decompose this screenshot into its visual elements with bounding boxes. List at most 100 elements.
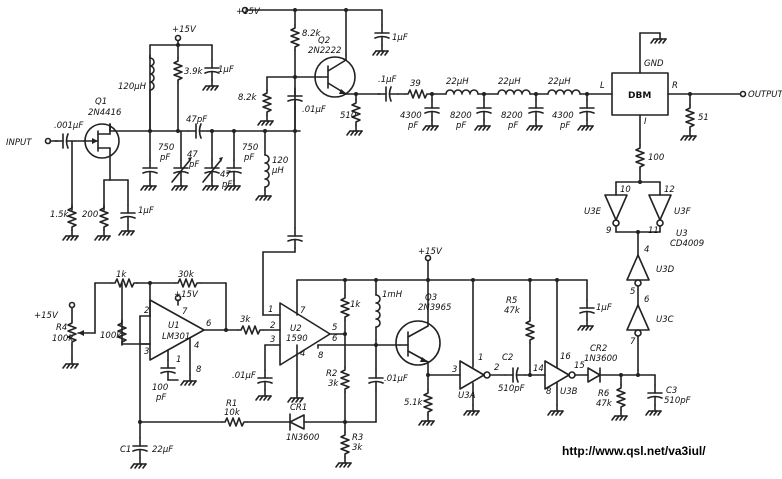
q1-jfet-transistor (83, 123, 120, 181)
label-mid-supply-2: +15V (418, 247, 443, 257)
label-u3b-pin15: 15 (574, 361, 585, 371)
label-u2-pin1: 1 (268, 305, 273, 315)
label-u3-part: CD4009 (670, 239, 704, 249)
label-u1-pin3: 3 (144, 347, 149, 357)
label-pin-12: 12 (664, 185, 675, 195)
label-dbm-i: I (644, 117, 647, 127)
label-c2-val: 510pF (498, 384, 525, 394)
label-u1-part: LM301 (162, 332, 190, 342)
label-u2-pin7: 7 (300, 306, 306, 316)
label-r5-ref: R5 (506, 296, 517, 306)
label-l-22u-2: 22μH (498, 77, 521, 87)
label-c2-ref: C2 (502, 353, 513, 363)
label-c-750-a-unit: pF (159, 153, 170, 163)
label-pin-4: 4 (644, 245, 649, 255)
u2-amplifier (279, 302, 331, 366)
label-c-01u-b: .01μF (232, 371, 256, 381)
label-u3e: U3E (584, 207, 602, 217)
label-c-1u-a: 1μF (218, 65, 234, 75)
input-coupling-capacitor (54, 133, 85, 149)
label-u1-pin2: 2 (144, 306, 149, 316)
label-output: OUTPUT (748, 90, 782, 100)
label-c-01u-d: .01μF (384, 374, 408, 384)
label-r2-val: 3k (328, 379, 339, 389)
label-c-01u-a: .01μF (302, 105, 326, 115)
label-pin-6: 6 (644, 295, 650, 305)
label-dbm-gnd: GND (644, 59, 664, 69)
label-u1-pin1: 1 (176, 355, 181, 365)
label-dbm-r: R (672, 81, 678, 91)
label-r-100: 100 (648, 153, 664, 163)
label-u1-pin7: 7 (182, 307, 188, 317)
label-c1-val: 22μF (152, 445, 173, 455)
u1-opamp (149, 299, 205, 361)
label-r-51: 51 (698, 113, 709, 123)
label-r6-ref: R6 (598, 389, 610, 399)
q3-transistor (395, 279, 441, 366)
label-u3f: U3F (674, 207, 691, 217)
label-r1-val: 10k (224, 408, 241, 418)
label-c-8200-b-unit: pF (507, 121, 518, 131)
label-c-47-series: 47pF (186, 115, 207, 125)
label-dbm: DBM (628, 91, 651, 101)
label-r-39: 39 (410, 79, 421, 89)
label-r-1k-fb: 1k (116, 270, 127, 280)
label-u2-pin6: 6 (332, 334, 338, 344)
label-r6-val: 47k (596, 399, 613, 409)
label-c-8200-a-unit: pF (455, 121, 466, 131)
label-r-3k9: 3.9k (184, 67, 204, 77)
label-c-750-a: 750 (158, 143, 174, 153)
label-c-4300-a-unit: pF (407, 121, 418, 131)
source-url: http://www.qsl.net/va3iul/ (562, 444, 706, 458)
label-c-47-trim-a-unit: pF (188, 160, 199, 170)
label-r2-ref: R2 (326, 369, 337, 379)
label-c-47-trim-b-unit: pF (221, 180, 232, 190)
label-top-supply: +15V (236, 7, 261, 17)
label-c-01u-out: .1μF (378, 75, 397, 85)
label-c-1u-top: 1μF (392, 33, 408, 43)
label-q2-part: 2N2222 (308, 46, 341, 56)
label-pin-11: 11 (648, 226, 659, 236)
label-u3a-pin2: 2 (494, 363, 499, 373)
label-u2-pin4: 4 (300, 349, 305, 359)
label-u1-ref: U1 (168, 321, 180, 331)
label-r-8k2-mid: 8.2k (238, 93, 258, 103)
label-l-120u-top: 120μH (118, 82, 147, 92)
label-c-1u-b: 1μF (138, 206, 154, 216)
label-r4-supply: +15V (34, 311, 59, 321)
label-r5-val: 47k (504, 306, 521, 316)
label-c-47-trim-a: 47 (187, 150, 198, 160)
label-c3-ref: C3 (666, 386, 677, 396)
label-u3a: U3A (458, 391, 476, 401)
label-c-47-trim-b: 47 (220, 170, 231, 180)
label-u3b-pin14: 14 (533, 364, 544, 374)
label-q3-ref: Q3 (425, 293, 437, 303)
label-c-100p-unit: pF (155, 393, 166, 403)
label-r3-val: 3k (352, 443, 363, 453)
label-r1-ref: R1 (226, 399, 237, 409)
label-u3a-pin3: 3 (452, 365, 457, 375)
label-r-1k5: 1.5k (50, 210, 70, 220)
label-dbm-l: L (600, 81, 605, 91)
label-c-4300-a: 4300 (400, 111, 422, 121)
label-c-8200-a: 8200 (450, 111, 472, 121)
label-u1-pin4: 4 (194, 341, 199, 351)
label-l-1mh: 1mH (382, 290, 403, 300)
label-pin-5: 5 (630, 287, 635, 297)
label-u3b: U3B (560, 387, 578, 397)
q2-transistor (314, 54, 357, 98)
label-u1-pin6: 6 (206, 319, 212, 329)
label-cr2-ref: CR2 (590, 344, 607, 354)
label-u3c: U3C (656, 315, 674, 325)
label-c-100p: 100 (152, 383, 168, 393)
label-u2-pin5: 5 (332, 323, 337, 333)
label-cr1-ref: CR1 (290, 403, 307, 413)
label-q3-part: 2N3965 (418, 303, 451, 313)
label-c-in: .001μF (54, 121, 83, 131)
label-u3b-pin8: 8 (546, 387, 552, 397)
label-input: INPUT (6, 138, 32, 148)
label-u2-pin3: 3 (270, 335, 275, 345)
label-c-4300-b: 4300 (552, 111, 574, 121)
label-r-1k-u2: 1k (350, 300, 361, 310)
